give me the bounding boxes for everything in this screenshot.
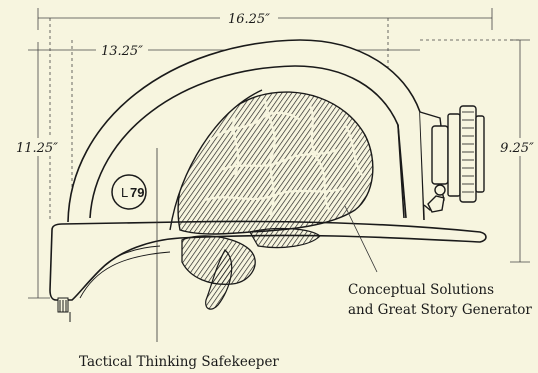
cutaway-edge xyxy=(169,89,263,231)
badge-number: 79 xyxy=(130,185,144,200)
brain-callout-line xyxy=(344,205,378,273)
helmet-mount-bracket xyxy=(419,105,485,213)
badge-prefix: L xyxy=(121,185,128,200)
helmet-label: Tactical Thinking Safekeeper xyxy=(79,354,279,370)
brain-label-line2: and Great Story Generator xyxy=(348,302,532,318)
strap xyxy=(57,297,71,322)
dim-overall-height: 11.25″ xyxy=(16,141,58,156)
dim-bracket-height: 9.25″ xyxy=(500,141,534,156)
dim-overall-length: 16.25″ xyxy=(228,12,270,27)
dim-inner-length: 13.25″ xyxy=(101,44,143,59)
model-badge: L 79 xyxy=(111,174,147,210)
brain-label-line1: Conceptual Solutions xyxy=(348,282,494,298)
